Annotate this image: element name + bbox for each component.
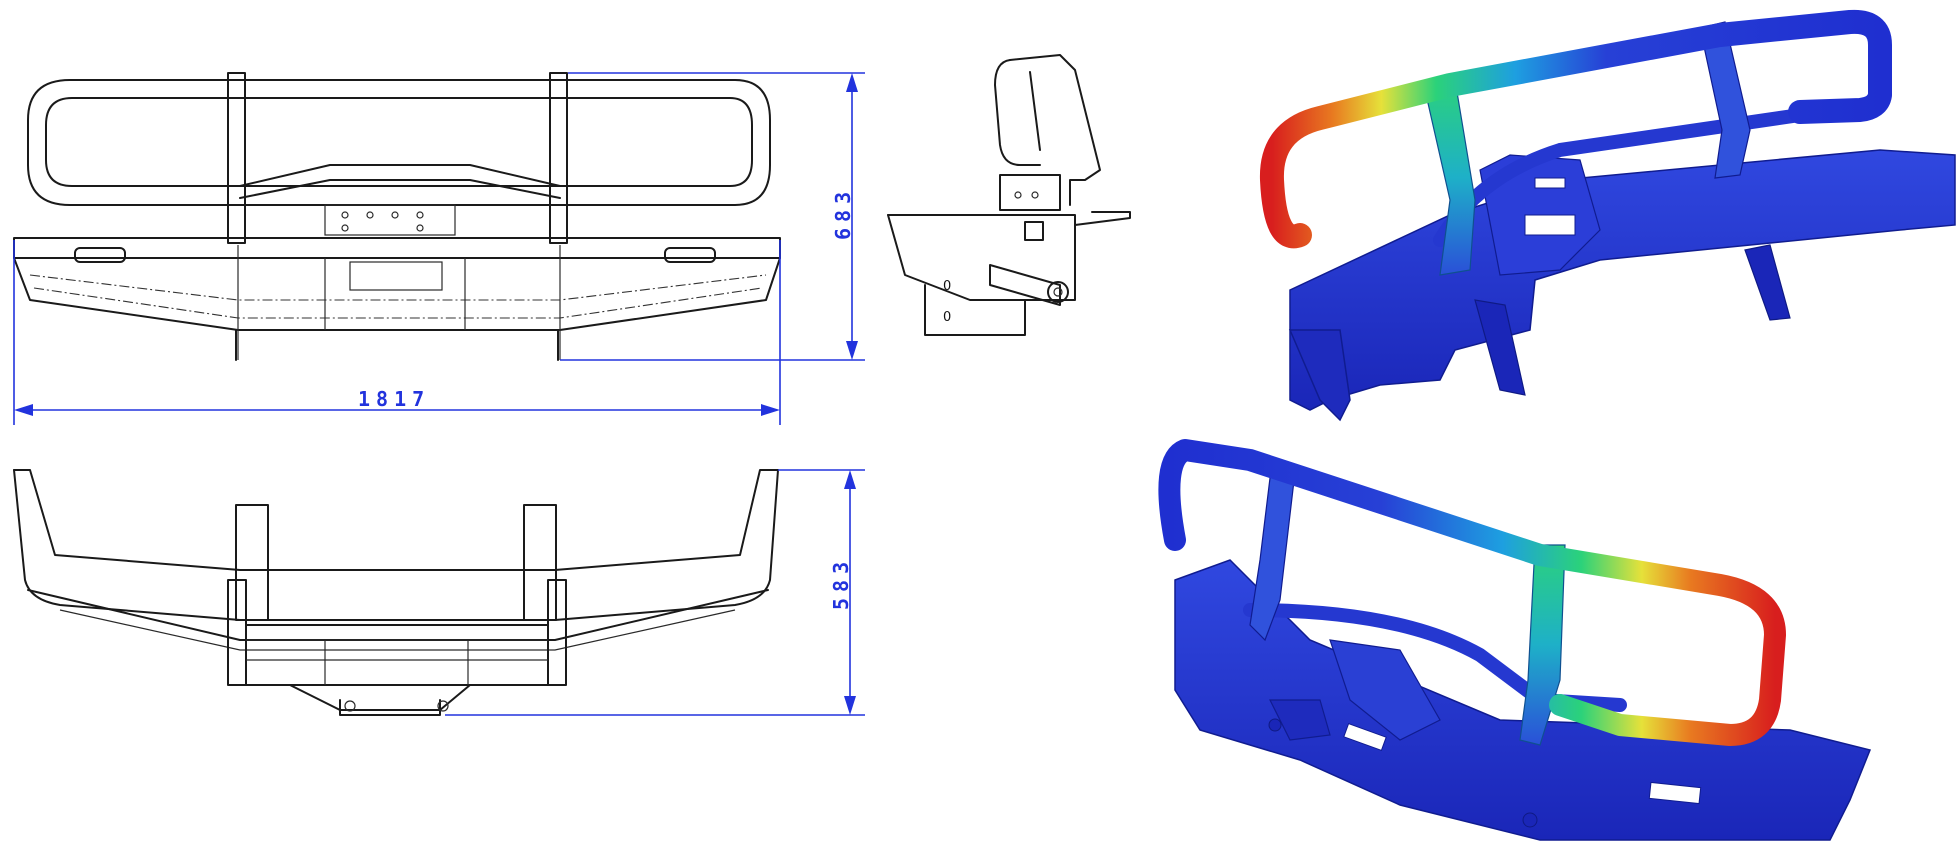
dimension-label-583: 583 [829, 556, 853, 610]
dimension-label-683: 683 [831, 186, 855, 240]
side-view-mark-2: 0 [943, 310, 951, 325]
dimension-label-1817: 1817 [358, 387, 430, 411]
top-view [13, 469, 779, 716]
front-view [13, 72, 781, 361]
fea-render-front [1158, 439, 1872, 841]
side-view: 0 0 [887, 54, 1131, 336]
dimension-683: 683 [560, 72, 865, 361]
dimension-1817: 1817 [13, 240, 781, 425]
fea-render-rear [1259, 9, 1956, 422]
side-view-mark-1: 0 [943, 279, 951, 294]
dimension-583: 583 [445, 469, 865, 716]
